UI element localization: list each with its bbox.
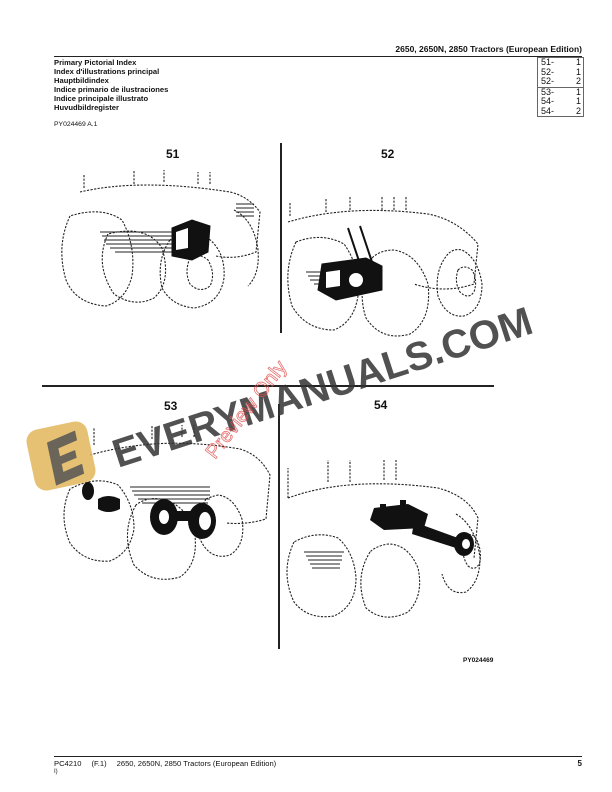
divider-vertical-top bbox=[280, 143, 282, 333]
ref-page: 1 bbox=[575, 57, 581, 67]
index-title-es: Indice primario de ilustraciones bbox=[54, 85, 169, 94]
ref-group: 52- bbox=[541, 66, 555, 77]
reference-link-52-1[interactable]: 52- 1 bbox=[538, 66, 583, 78]
footer-revision: (F.1) bbox=[91, 759, 107, 768]
header-rule bbox=[54, 56, 582, 57]
ref-group: 53- bbox=[541, 86, 555, 97]
divider-vertical-bottom bbox=[278, 404, 280, 649]
figure-code: PY024469 bbox=[463, 657, 494, 664]
quadrant-label-52[interactable]: 52 bbox=[381, 147, 395, 161]
reference-link-54-1[interactable]: 54- 1 bbox=[538, 96, 583, 107]
ref-page: 1 bbox=[575, 86, 581, 97]
index-titles: Primary Pictorial Index Index d'illustra… bbox=[54, 58, 168, 112]
ref-page: 1 bbox=[575, 66, 581, 77]
reference-link-51-1[interactable]: 51- 1 bbox=[538, 57, 583, 68]
ref-group: 54- bbox=[541, 105, 555, 116]
tractor-illustration-54[interactable] bbox=[284, 458, 499, 618]
tractor-illustration-52[interactable] bbox=[286, 192, 501, 337]
ref-group: 54- bbox=[541, 96, 555, 106]
reference-group: 51- 1 52- 1 52- 2 bbox=[538, 57, 583, 88]
quadrant-label-51[interactable]: 51 bbox=[166, 147, 180, 161]
quadrant-label-53[interactable]: 53 bbox=[164, 399, 178, 413]
index-title-it: Indice principale illustrato bbox=[54, 94, 149, 103]
footer-rule bbox=[54, 756, 582, 757]
reference-group: 53- 1 54- 1 54- 2 bbox=[538, 86, 583, 117]
reference-link-53-1[interactable]: 53- 1 bbox=[538, 86, 583, 98]
tractor-illustration-51[interactable] bbox=[60, 170, 278, 310]
ref-group: 51- bbox=[541, 57, 555, 67]
index-title-en: Primary Pictorial Index bbox=[54, 58, 137, 67]
reference-table: 51- 1 52- 1 52- 2 53- 1 54- 1 54- 2 bbox=[537, 57, 584, 117]
reference-link-54-2[interactable]: 54- 2 bbox=[538, 105, 583, 117]
index-title-fr: Index d'illustrations principal bbox=[54, 67, 160, 76]
ref-page: 2 bbox=[575, 105, 581, 116]
footer-sub: I) bbox=[54, 769, 58, 775]
footer-doc-id: PC4210 bbox=[54, 759, 82, 768]
index-title-de: Hauptbildindex bbox=[54, 76, 109, 85]
page-number: 5 bbox=[577, 759, 582, 768]
divider-horizontal bbox=[42, 385, 494, 387]
index-title-sv: Huvudbildregister bbox=[54, 103, 119, 112]
footer-title: 2650, 2650N, 2850 Tractors (European Edi… bbox=[116, 759, 277, 768]
tractor-illustration-53[interactable] bbox=[60, 425, 275, 580]
figure-id: PY024469 A.1 bbox=[54, 121, 98, 128]
quadrant-label-54[interactable]: 54 bbox=[374, 398, 388, 412]
reference-link-52-2[interactable]: 52- 2 bbox=[538, 76, 583, 87]
ref-page: 2 bbox=[575, 76, 581, 86]
footer: PC4210 (F.1) 2650, 2650N, 2850 Tractors (E… bbox=[54, 759, 286, 768]
page-header-title: 2650, 2650N, 2850 Tractors (European Edi… bbox=[395, 44, 582, 54]
ref-group: 52- bbox=[541, 76, 555, 86]
ref-page: 1 bbox=[575, 96, 581, 106]
